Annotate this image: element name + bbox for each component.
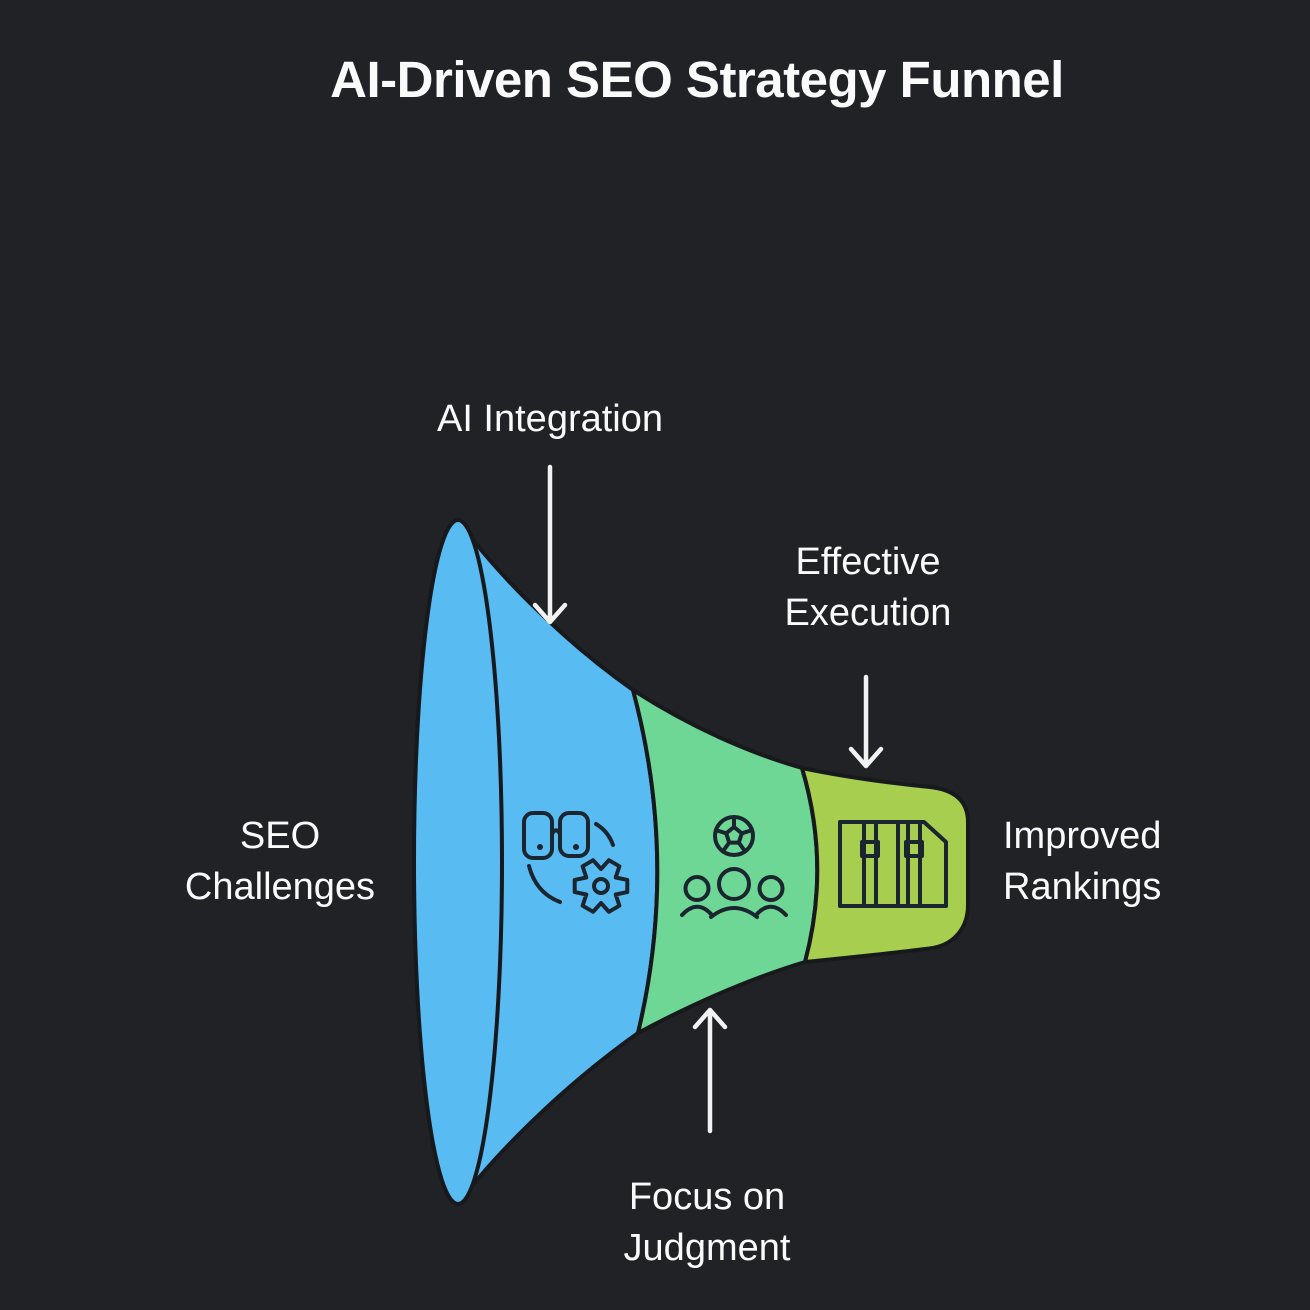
arrow-focus-judgment: [692, 1007, 728, 1134]
label-focus-on-judgment: Focus on Judgment: [623, 1176, 791, 1269]
person-left-head: [683, 875, 711, 902]
arrow-ai-integration: [532, 464, 568, 625]
callout-arrows: [532, 464, 884, 1134]
document-dividers: [862, 820, 922, 908]
cycle-arc-bottom: [527, 864, 562, 904]
team-shoulders: [680, 904, 788, 919]
label-effective-execution: Effective Execution: [784, 541, 952, 634]
funnel-stage-effective-execution: [800, 766, 970, 964]
documents-outline: [838, 820, 948, 908]
person-right-head: [757, 875, 785, 902]
funnel-stage-focus-judgment: [631, 688, 820, 1035]
person-center-head: [717, 867, 751, 901]
gear-teeth: [572, 858, 630, 914]
glasses-right-dot: [573, 844, 579, 850]
label-improved-rankings: Improved Rankings: [1003, 815, 1162, 908]
arrow-effective-execution: [848, 674, 884, 769]
label-ai-integration: AI Integration: [436, 398, 664, 440]
document-notch-left: [860, 840, 880, 858]
funnel-mouth: [412, 518, 504, 1206]
glasses-left-dot: [537, 844, 543, 850]
ball-team-icon: [680, 815, 788, 919]
diagram-title: AI-Driven SEO Strategy Funnel: [330, 51, 1064, 108]
document-notch-right: [904, 840, 924, 858]
cycle-arc-top: [594, 822, 615, 847]
glasses-gear-icon: [522, 811, 630, 914]
ball-spokes: [713, 815, 755, 854]
gear-hub: [592, 877, 610, 895]
funnel-body: [412, 518, 970, 1206]
stage-icons: [522, 811, 948, 919]
document-stack-icon: [838, 820, 948, 908]
glasses-bridge: [550, 828, 562, 836]
label-seo-challenges: SEO Challenges: [184, 815, 376, 908]
